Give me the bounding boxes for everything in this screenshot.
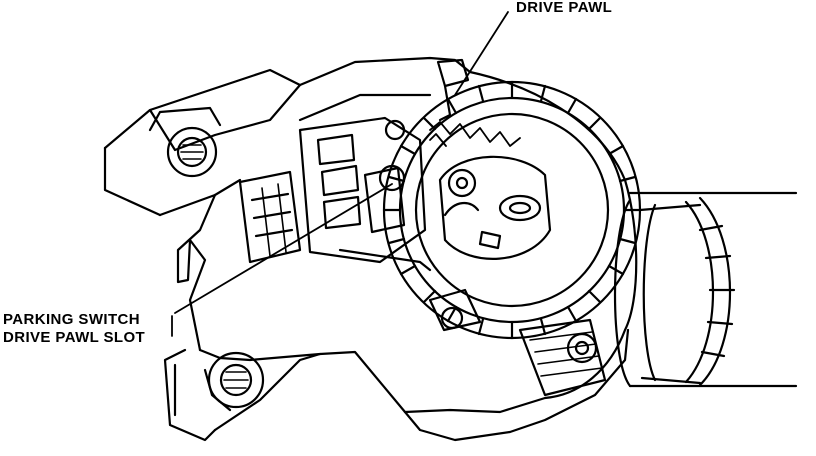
drive-pawl-spring [429, 121, 521, 147]
drive-pawl-label: DRIVE PAWL [516, 0, 613, 16]
drive-pawl-slot-label: DRIVE PAWL SLOT [3, 329, 146, 346]
housing-body [103, 56, 638, 442]
coupler-ring [638, 196, 736, 387]
upper-mount-nut [148, 106, 222, 178]
parking-switch-label: PARKING SWITCH [3, 311, 140, 328]
wiring-connector [238, 170, 302, 264]
drive-pawl [436, 58, 470, 122]
parking-switch-contacts [298, 116, 432, 272]
leader-lines [171, 11, 509, 337]
crank-arm [438, 155, 552, 260]
lower-mount-nut [203, 351, 265, 412]
motor-shaft [613, 191, 798, 388]
worm-gear [428, 288, 607, 397]
